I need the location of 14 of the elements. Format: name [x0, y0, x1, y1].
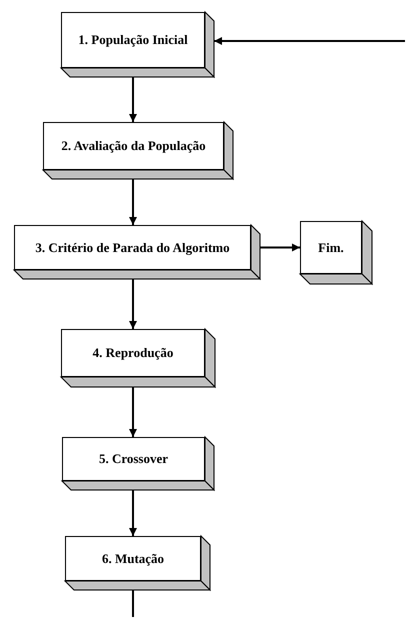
step-label: Fim.: [318, 240, 344, 256]
arrow: [129, 490, 137, 536]
arrow: [214, 37, 405, 45]
step-label: 3. Critério de Parada do Algoritmo: [35, 240, 230, 256]
step-label: 4. Reprodução: [92, 345, 174, 361]
step-label: 5. Crossover: [98, 451, 168, 467]
step-label: 2. Avaliação da População: [61, 138, 206, 154]
arrow: [260, 244, 300, 252]
step-label: 1. População Inicial: [78, 32, 188, 48]
arrow: [129, 77, 137, 122]
arrow: [129, 387, 137, 437]
arrow: [129, 179, 137, 225]
step-label: 6. Mutação: [102, 550, 164, 566]
arrow: [129, 279, 137, 329]
